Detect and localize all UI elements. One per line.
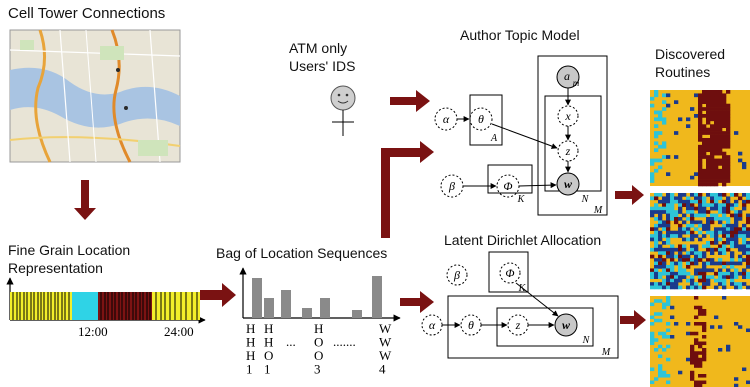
- bag-code-cell: O: [264, 348, 273, 363]
- lda-node-beta: β: [453, 268, 460, 282]
- timeline-tick-midnight: 24:00: [164, 324, 194, 339]
- fine-grain-title-line1: Fine Grain Location: [8, 242, 131, 258]
- bag-code-cell: 4: [379, 362, 386, 377]
- fine-grain-timeline: [6, 277, 206, 324]
- lda-title: Latent Dirichlet Allocation: [444, 232, 602, 248]
- bag-code-cell: O: [314, 348, 323, 363]
- lda-plate-k: K: [518, 283, 527, 294]
- bag-code-cell: .......: [333, 334, 356, 349]
- bag-code-cell: 1: [246, 362, 253, 377]
- lda-node-alpha: α: [429, 318, 436, 332]
- author-topic-model-title: Author Topic Model: [460, 27, 580, 43]
- author-topic-model-graph: [434, 55, 608, 216]
- bag-code-cell: 3: [314, 362, 321, 377]
- city-map-image: [9, 29, 181, 163]
- bag-code-cell: H: [264, 321, 273, 336]
- routine-heatmap-1: [650, 90, 750, 187]
- lda-node-phi: Φ: [505, 266, 514, 280]
- lda-node-w: w: [562, 318, 571, 332]
- atm-plate-m: M: [593, 205, 603, 216]
- lda-plate-m: M: [601, 347, 611, 358]
- atm-plate-a: A: [490, 133, 498, 144]
- lda-node-z: z: [515, 318, 521, 332]
- atm-plate-k: K: [517, 194, 526, 205]
- atm-node-w: w: [564, 177, 573, 191]
- bag-code-cell: H: [264, 335, 273, 350]
- atm-node-z: z: [565, 144, 571, 158]
- arrow-bag-to-atm: [381, 141, 434, 238]
- user-stick-figure: [330, 85, 356, 136]
- arrow-users-to-atm: [390, 90, 430, 112]
- arrow-timeline-to-bag: [200, 283, 236, 307]
- atm-node-a-subscript: m: [573, 78, 580, 88]
- atm-node-beta: β: [448, 179, 455, 193]
- bag-code-cell: O: [314, 335, 323, 350]
- atm-node-a: a: [564, 69, 570, 83]
- arrow-atm-to-routines: [615, 185, 644, 205]
- timeline-tick-noon: 12:00: [78, 324, 108, 339]
- cell-tower-title: Cell Tower Connections: [8, 5, 166, 22]
- atm-plate-n: N: [581, 194, 590, 205]
- atm-users-title-line1: ATM only: [289, 40, 348, 56]
- atm-node-phi: Φ: [503, 179, 512, 193]
- bag-code-cell: W: [379, 321, 392, 336]
- lda-node-theta: θ: [468, 318, 474, 332]
- atm-node-alpha: α: [443, 112, 450, 126]
- bag-histogram: [239, 267, 401, 322]
- arrow-bag-to-lda: [400, 291, 434, 313]
- routine-heatmap-3: [650, 296, 750, 387]
- atm-node-theta: θ: [478, 112, 484, 126]
- bag-code-cell: ...: [286, 334, 296, 349]
- lda-graph: [421, 251, 619, 359]
- bag-code-cell: H: [246, 321, 255, 336]
- bag-code-cell: H: [246, 335, 255, 350]
- atm-users-title-line2: Users' IDS: [289, 58, 356, 74]
- bag-code-cell: H: [246, 348, 255, 363]
- fine-grain-title-line2: Representation: [8, 260, 103, 276]
- bag-code-cell: W: [379, 335, 392, 350]
- routine-heatmap-2: [650, 193, 750, 290]
- discovered-routines-title-line2: Routines: [655, 64, 711, 80]
- lda-plate-n: N: [582, 335, 591, 346]
- bag-code-cell: 1: [264, 362, 271, 377]
- arrow-lda-to-routines: [620, 310, 646, 330]
- discovered-routines-title-line1: Discovered: [655, 46, 726, 62]
- bag-of-sequences-title: Bag of Location Sequences: [216, 245, 388, 261]
- arrow-map-to-timeline: [74, 180, 96, 220]
- atm-node-x: x: [564, 109, 571, 123]
- bag-code-cell: H: [314, 321, 323, 336]
- bag-code-cell: W: [379, 348, 392, 363]
